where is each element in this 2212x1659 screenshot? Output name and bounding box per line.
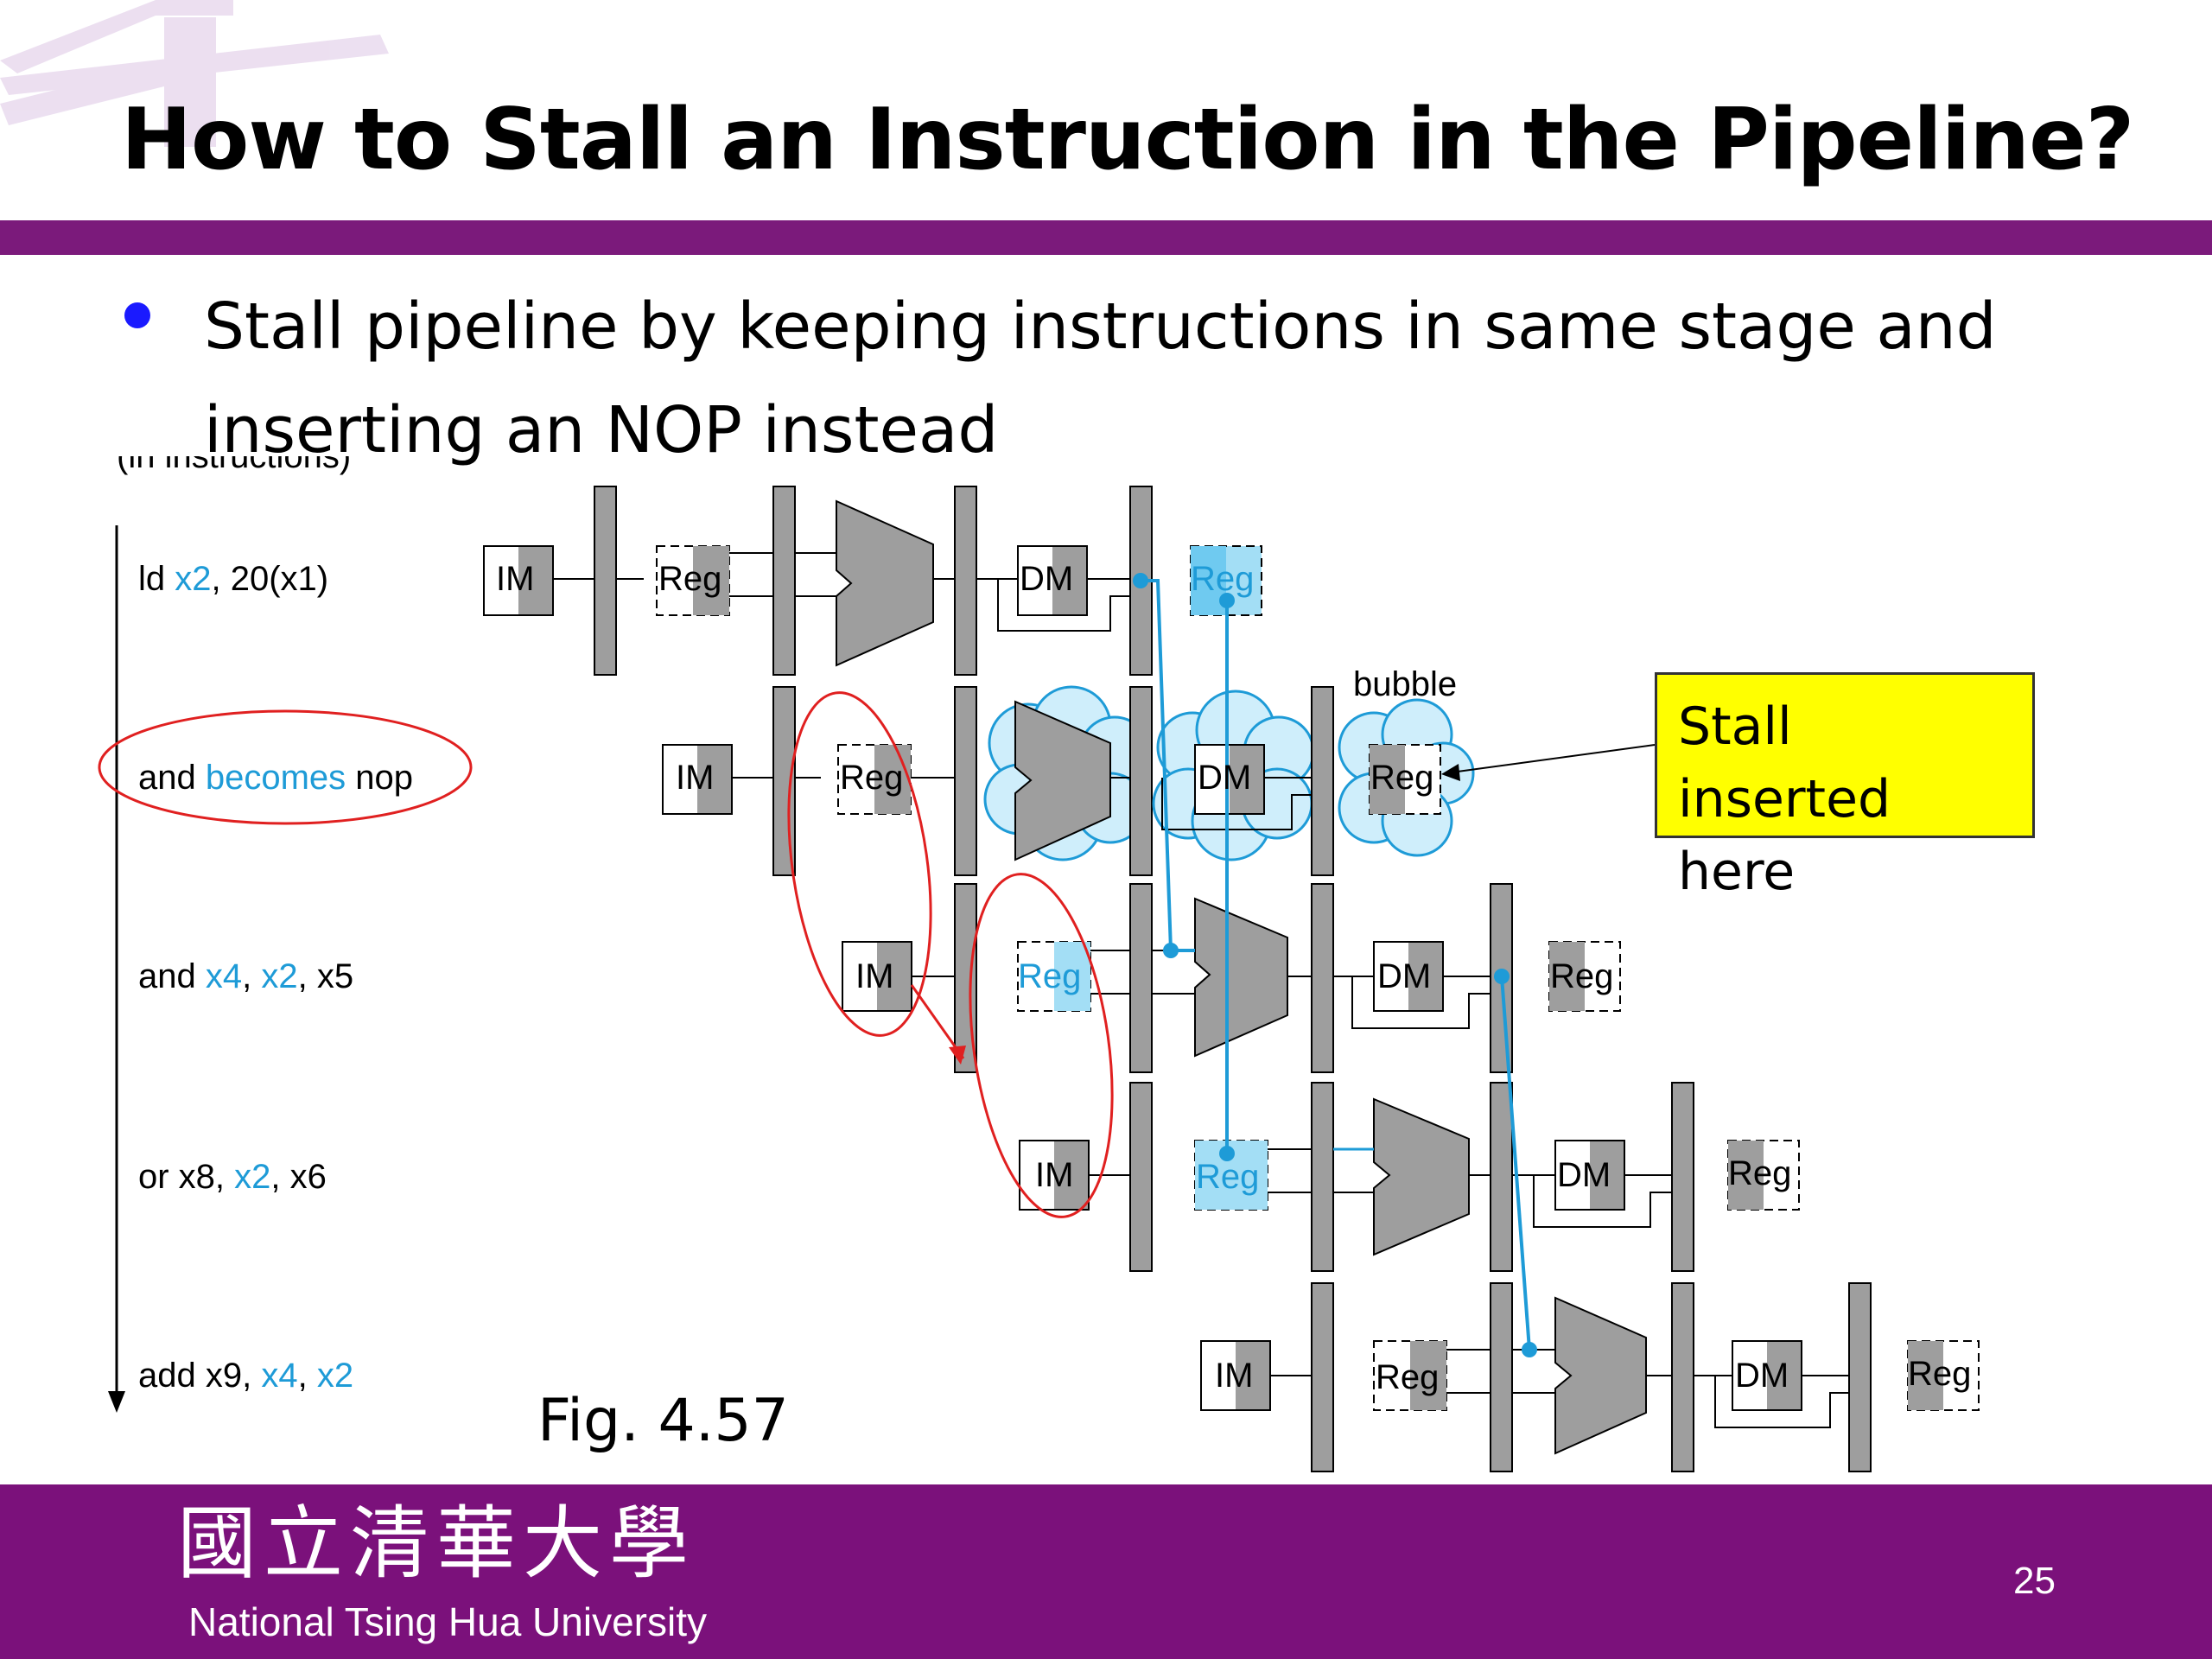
instruction-token: ld bbox=[138, 560, 175, 598]
reg-label: Reg bbox=[658, 560, 722, 598]
im-label: IM bbox=[496, 560, 535, 598]
dm-label: DM bbox=[1735, 1357, 1789, 1395]
pipeline-row-bubble bbox=[662, 685, 1656, 876]
instruction-token: x4 bbox=[205, 957, 243, 995]
im-label: IM bbox=[1215, 1357, 1254, 1395]
faint-emblem-logo bbox=[0, 0, 389, 147]
instruction-label-add: add x9, x4, x2 bbox=[138, 1357, 353, 1395]
stall-callout-box: Stall inserted here bbox=[1655, 672, 2035, 902]
im-label: IM bbox=[676, 759, 715, 797]
instruction-token: , 20(x1) bbox=[211, 560, 329, 598]
instruction-token: x2 bbox=[261, 957, 298, 995]
figure-label: Fig. 4.57 bbox=[537, 1387, 789, 1455]
instruction-token: , x6 bbox=[270, 1158, 327, 1196]
footer-band bbox=[0, 1484, 2212, 1659]
reg-label: Reg bbox=[1018, 957, 1082, 995]
instruction-token: and bbox=[138, 759, 206, 797]
pipeline-row-or bbox=[1019, 1082, 1800, 1272]
instruction-token: x2 bbox=[316, 1357, 354, 1395]
instruction-label-and: and x4, x2, x5 bbox=[138, 957, 353, 996]
instruction-token: and bbox=[138, 957, 206, 995]
bullet-text: Stall pipeline by keeping instructions i… bbox=[204, 289, 1997, 467]
instruction-label-or: or x8, x2, x6 bbox=[138, 1158, 327, 1197]
instruction-token: , bbox=[297, 1357, 317, 1395]
instruction-token: x2 bbox=[175, 560, 212, 598]
instruction-token: or x8, bbox=[138, 1158, 235, 1196]
reg-label: Reg bbox=[1728, 1154, 1792, 1192]
forwarding-wires bbox=[1133, 573, 1537, 1357]
axis-arrow-head bbox=[108, 1391, 125, 1413]
program-order-label: (in instructions) bbox=[117, 456, 352, 475]
dm-label: DM bbox=[1377, 957, 1432, 995]
instruction-token: , x5 bbox=[297, 957, 354, 995]
pipeline-row-and bbox=[842, 883, 1621, 1073]
pipeline-row-ld bbox=[483, 486, 1262, 676]
red-annotations bbox=[98, 691, 1114, 1218]
reg-label: Reg bbox=[1191, 560, 1255, 598]
reg-label: Reg bbox=[840, 759, 904, 797]
reg-label: Reg bbox=[1908, 1355, 1972, 1393]
dm-label: DM bbox=[1557, 1156, 1611, 1194]
reg-label: Reg bbox=[1370, 759, 1434, 797]
instruction-token: nop bbox=[346, 759, 414, 797]
reg-label: Reg bbox=[1376, 1358, 1440, 1396]
instruction-label-ld: ld x2, 20(x1) bbox=[138, 560, 328, 599]
instruction-token: x2 bbox=[234, 1158, 271, 1196]
im-label: IM bbox=[1035, 1156, 1074, 1194]
bullet-point-icon bbox=[124, 302, 150, 328]
pipeline-row-add bbox=[1200, 1282, 1980, 1472]
reg-label: Reg bbox=[1550, 957, 1614, 995]
slide-title: How to Stall an Instruction in the Pipel… bbox=[121, 91, 2134, 189]
title-underline-band bbox=[0, 220, 2212, 255]
dm-label: DM bbox=[1020, 560, 1074, 598]
instruction-token: add x9, bbox=[138, 1357, 262, 1395]
university-name: National Tsing Hua University bbox=[188, 1599, 707, 1644]
instruction-token: x4 bbox=[261, 1357, 298, 1395]
instruction-token: , bbox=[242, 957, 262, 995]
reg-label: Reg bbox=[1196, 1158, 1260, 1196]
im-label: IM bbox=[855, 957, 894, 995]
bubble-label: bubble bbox=[1353, 665, 1458, 703]
page-number: 25 bbox=[2013, 1560, 2056, 1602]
instruction-label-nop: and becomes nop bbox=[138, 759, 413, 798]
instruction-token: becomes bbox=[205, 759, 346, 797]
dm-label: DM bbox=[1198, 759, 1252, 797]
